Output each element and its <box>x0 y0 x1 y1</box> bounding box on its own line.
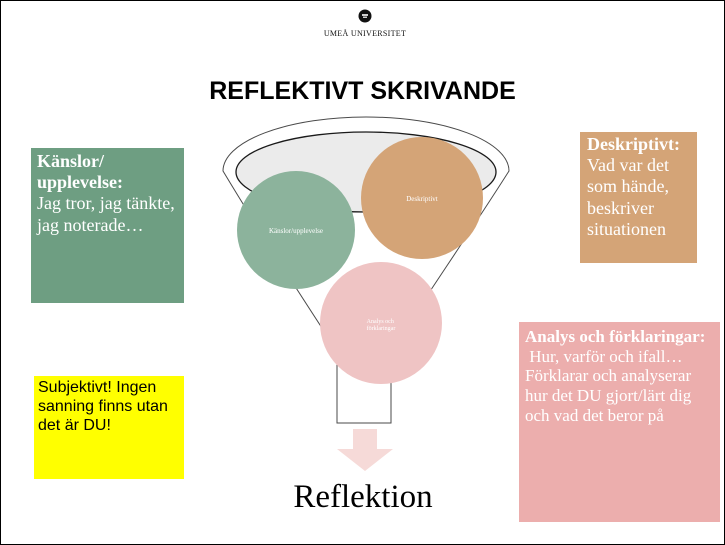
box-subjektivt: Subjektivt! Ingen sanning finns utan det… <box>34 376 184 479</box>
box-deskriptivt: Deskriptivt: Vad var det som hände, besk… <box>580 132 697 263</box>
university-logo: UMEÅ UNIVERSITET <box>315 9 415 38</box>
reflektion-label: Reflektion <box>293 479 433 515</box>
box-analys-heading: Analys och förklaringar: <box>525 327 706 346</box>
box-deskriptivt-body: Vad var det som hände, beskriver situati… <box>587 155 669 239</box>
down-arrow-icon <box>337 429 393 471</box>
box-subjektivt-text: Subjektivt! Ingen sanning finns utan det… <box>38 379 168 435</box>
slide-title: REFLEKTIVT SKRIVANDE <box>209 77 516 105</box>
box-kanslor-heading: Känslor/ upplevelse: <box>37 151 124 193</box>
university-name: UMEÅ UNIVERSITET <box>323 29 407 38</box>
box-analys-body-2: Förklarar och analyserar hur det DU gjor… <box>525 366 692 425</box>
circle-label-analys: Analys och förklaringar <box>367 319 396 332</box>
box-deskriptivt-heading: Deskriptivt: <box>587 134 680 154</box>
circle-analys <box>320 262 442 384</box>
university-seal-icon <box>358 9 372 23</box>
box-kanslor: Känslor/ upplevelse: Jag tror, jag tänkt… <box>31 148 184 303</box>
circle-deskriptivt <box>361 137 483 259</box>
circle-label-deskriptivt: Deskriptivt <box>406 195 438 203</box>
box-analys: Analys och förklaringar: Hur, varför och… <box>519 322 720 522</box>
circle-kanslor <box>237 171 355 289</box>
circle-label-analys-line-1: Analys och <box>367 319 394 325</box>
box-kanslor-body: Jag tror, jag tänkte, jag noterade… <box>37 193 175 235</box>
circle-label-kanslor: Känslor/upplevelse <box>269 227 323 235</box>
box-analys-body-1: Hur, varför och ifall… <box>525 346 683 366</box>
circle-label-analys-line-2: förklaringar <box>367 325 396 332</box>
